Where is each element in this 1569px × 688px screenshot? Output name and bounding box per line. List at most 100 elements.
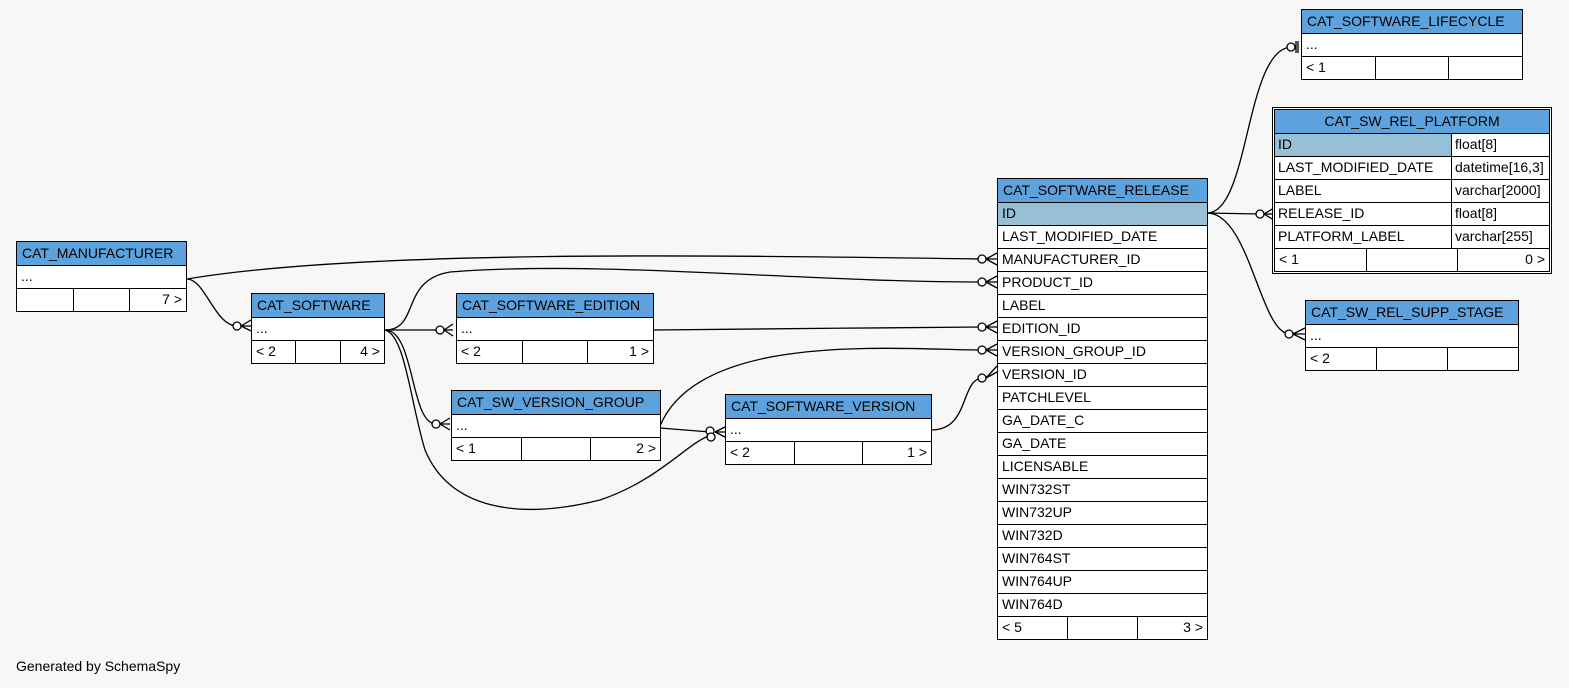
table-footer: < 2 1 >	[457, 341, 653, 363]
child-count: 3 >	[1183, 619, 1203, 635]
edge-versiongroup-release	[659, 347, 983, 427]
table-footer: 7 >	[17, 289, 186, 311]
table-cat-software-release[interactable]: CAT_SOFTWARE_RELEASE ID LAST_MODIFIED_DA…	[997, 178, 1208, 640]
parent-count: < 1	[1275, 249, 1367, 271]
column-type: datetime[16,3]	[1455, 159, 1544, 175]
column-type: varchar[2000]	[1455, 182, 1541, 198]
column-count	[1367, 249, 1459, 271]
column-count	[1377, 348, 1448, 370]
column-count	[296, 341, 341, 363]
column-name: LABEL	[1275, 180, 1452, 202]
table-cat-manufacturer[interactable]: CAT_MANUFACTURER ... 7 >	[16, 241, 187, 312]
primary-key-row: ID float[8]	[1275, 134, 1549, 157]
edge-software-release	[384, 267, 983, 331]
edge-edition-release	[653, 326, 983, 331]
column-type: float[8]	[1455, 136, 1498, 152]
column-row: ...	[1302, 34, 1522, 57]
table-title[interactable]: CAT_SOFTWARE	[252, 294, 384, 318]
child-count	[1449, 57, 1522, 79]
column-row: ...	[1306, 325, 1518, 348]
table-footer: < 1	[1302, 57, 1522, 79]
child-count: 0 >	[1525, 251, 1546, 267]
column-row: ...	[726, 419, 931, 442]
column-row: EDITION_ID	[998, 318, 1207, 341]
parent-count: < 2	[457, 341, 523, 363]
column-row: PATCHLEVEL	[998, 387, 1207, 410]
column-row: RELEASE_ID float[8]	[1275, 203, 1549, 226]
table-title[interactable]: CAT_SW_VERSION_GROUP	[452, 391, 660, 415]
parent-count: < 1	[1302, 57, 1376, 79]
edge-manufacturer-software	[186, 278, 238, 327]
marker-circle	[977, 373, 987, 383]
parent-count: < 2	[252, 341, 297, 363]
table-cat-software-edition[interactable]: CAT_SOFTWARE_EDITION ... < 2 1 >	[456, 293, 654, 364]
marker-circle	[232, 321, 242, 331]
column-row: PLATFORM_LABEL varchar[255]	[1275, 226, 1549, 249]
edge-software-versiongroup	[384, 329, 437, 425]
column-count	[523, 341, 589, 363]
table-cat-sw-version-group[interactable]: CAT_SW_VERSION_GROUP ... < 1 2 >	[451, 390, 661, 461]
table-title[interactable]: CAT_SOFTWARE_RELEASE	[998, 179, 1207, 203]
marker-circle	[977, 254, 987, 264]
parent-count: < 2	[726, 442, 795, 464]
table-footer: < 5 3 >	[998, 617, 1207, 639]
column-row: LAST_MODIFIED_DATE datetime[16,3]	[1275, 157, 1549, 180]
column-row: ...	[252, 318, 384, 341]
column-row: ...	[17, 266, 186, 289]
marker-circle	[1284, 329, 1294, 339]
parent-count: < 2	[1306, 348, 1377, 370]
column-name: PLATFORM_LABEL	[1275, 226, 1452, 248]
column-row: ...	[457, 318, 653, 341]
column-count	[1376, 57, 1450, 79]
generated-by-label: Generated by SchemaSpy	[16, 658, 181, 674]
child-count: 7 >	[162, 291, 183, 307]
parent-count	[17, 289, 74, 311]
marker-circle	[1286, 42, 1296, 52]
column-row: LAST_MODIFIED_DATE	[998, 226, 1207, 249]
table-cat-sw-rel-platform[interactable]: CAT_SW_REL_PLATFORM ID float[8] LAST_MOD…	[1272, 107, 1552, 274]
table-cat-software-lifecycle[interactable]: CAT_SOFTWARE_LIFECYCLE ... < 1	[1301, 9, 1523, 80]
column-row: MANUFACTURER_ID	[998, 249, 1207, 272]
parent-count: < 1	[452, 438, 522, 460]
column-row: WIN732D	[998, 525, 1207, 548]
edge-software-version	[384, 329, 713, 510]
table-title[interactable]: CAT_MANUFACTURER	[17, 242, 186, 266]
crowfoot-markers	[232, 42, 1296, 442]
edge-versiongroup-version	[659, 427, 711, 433]
edge-release-lifecycle	[1206, 46, 1293, 214]
table-cat-software-version[interactable]: CAT_SOFTWARE_VERSION ... < 2 1 >	[725, 394, 932, 465]
column-row: WIN764UP	[998, 571, 1207, 594]
child-count	[1448, 348, 1518, 370]
column-row: LABEL	[998, 295, 1207, 318]
column-type: varchar[255]	[1455, 228, 1533, 244]
table-title[interactable]: CAT_SW_REL_PLATFORM	[1275, 110, 1549, 134]
column-row: LABEL varchar[2000]	[1275, 180, 1549, 203]
marker-circle	[977, 345, 987, 355]
table-title[interactable]: CAT_SOFTWARE_VERSION	[726, 395, 931, 419]
edge-manufacturer-release	[186, 255, 983, 280]
table-cat-software[interactable]: CAT_SOFTWARE ... < 2 4 >	[251, 293, 385, 364]
primary-key-row: ID	[998, 203, 1207, 226]
child-count: 1 >	[907, 444, 928, 460]
column-row: VERSION_ID	[998, 364, 1207, 387]
table-title[interactable]: CAT_SOFTWARE_LIFECYCLE	[1302, 10, 1522, 34]
crowfoot-lines	[240, 41, 1306, 439]
marker-circle	[1255, 209, 1265, 219]
column-row: VERSION_GROUP_ID	[998, 341, 1207, 364]
child-count: 1 >	[629, 343, 650, 359]
column-row: LICENSABLE	[998, 456, 1207, 479]
table-footer: < 1 0 >	[1275, 249, 1549, 271]
edge-release-platform	[1206, 212, 1261, 215]
column-row: ...	[452, 415, 660, 438]
child-count: 2 >	[636, 440, 657, 456]
column-count	[795, 442, 864, 464]
table-cat-sw-rel-supp-stage[interactable]: CAT_SW_REL_SUPP_STAGE ... < 2	[1305, 300, 1519, 371]
parent-count: < 5	[998, 617, 1068, 639]
column-row: PRODUCT_ID	[998, 272, 1207, 295]
table-title[interactable]: CAT_SOFTWARE_EDITION	[457, 294, 653, 318]
column-name: ID	[1275, 134, 1452, 156]
marker-circle	[435, 325, 445, 335]
table-title[interactable]: CAT_SW_REL_SUPP_STAGE	[1306, 301, 1518, 325]
table-footer: < 1 2 >	[452, 438, 660, 460]
